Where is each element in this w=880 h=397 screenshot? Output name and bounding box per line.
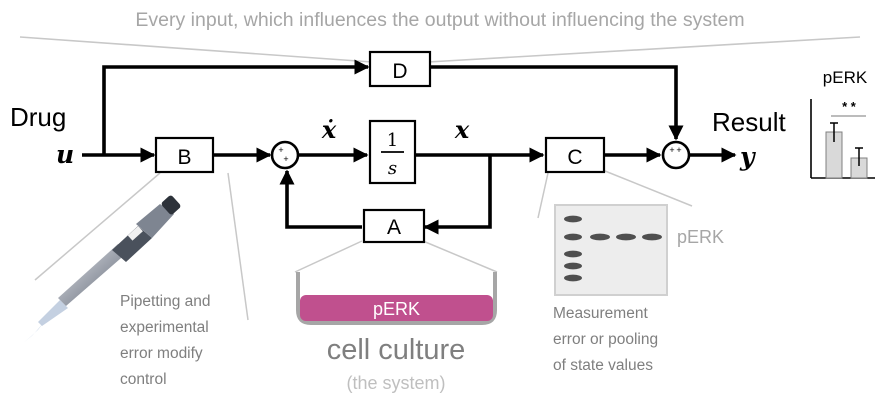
input-label: Drug [10, 102, 66, 132]
block-c-label: C [567, 146, 582, 169]
blot-ladder-band-3 [564, 250, 582, 258]
block-b [154, 136, 215, 174]
sum2-sign-top: + [669, 145, 674, 155]
block-b-label: B [177, 146, 191, 169]
block-a-label: A [387, 216, 401, 239]
wire-to-d [102, 59, 370, 155]
culture-title: cell culture [327, 334, 466, 366]
pipette-shaft [58, 244, 128, 306]
caption-line-left [19, 36, 373, 63]
measurement-note-line-3: of state values [553, 357, 653, 374]
input-symbol: u [56, 140, 74, 169]
culture-perk-label: pERK [373, 299, 420, 319]
block-d [368, 50, 432, 88]
integrator-denominator: s [388, 158, 397, 179]
integrator-numerator: 1 [387, 130, 398, 151]
output-symbol: y [739, 142, 756, 171]
blot-ladder-band-2 [564, 233, 582, 241]
result-chart-title: pERK [823, 68, 868, 87]
wire-feedback-to-a [423, 155, 492, 235]
pipette-tip [38, 300, 68, 326]
caption-line-right [427, 36, 861, 63]
measurement-note-line-2: error or pooling [553, 331, 658, 348]
pipette-note-line-4: control [120, 371, 167, 388]
pipette-note-line-3: error modify [120, 345, 203, 362]
callout-c-left [537, 172, 549, 219]
output-label: Result [712, 107, 786, 137]
pipette-label [127, 226, 143, 241]
pipette-note-line-2: experimental [120, 319, 209, 336]
block-integrator [368, 119, 417, 185]
blot-band-3 [642, 233, 662, 241]
blot-ladder-band-5 [564, 274, 582, 282]
sum2-sign-right: + [676, 145, 681, 155]
pipette-plunger [161, 195, 181, 215]
callout-b-left [34, 172, 161, 281]
header-caption: Every input, which influences the output… [135, 9, 744, 31]
sum1-sign-bottom: + [283, 154, 288, 164]
summing-junction-2 [661, 140, 691, 170]
blot-perk-label: pERK [677, 227, 724, 247]
culture-subtitle: (the system) [346, 373, 445, 393]
pipette-note-line-1: Pipetting and [120, 293, 211, 310]
wire-d-to-sum [431, 65, 684, 141]
block-a [362, 208, 426, 244]
pipette-illustration [22, 195, 181, 344]
culture-liquid [300, 295, 493, 321]
blot-band-2 [616, 233, 636, 241]
blot-ladder-band-1 [564, 215, 582, 223]
result-chart: pERK * * [810, 68, 875, 179]
block-d-label: D [392, 60, 407, 83]
blot-band-1 [590, 233, 610, 241]
summing-junction-1 [270, 140, 300, 170]
block-c [544, 136, 606, 174]
callout-c-right [604, 170, 693, 207]
pipette-drop [22, 322, 44, 344]
sum1-sign-top: + [278, 145, 283, 155]
signal-x: x [454, 115, 470, 144]
measurement-note-line-1: Measurement [553, 305, 648, 322]
result-chart-significance: * * [842, 99, 857, 114]
blot-ladder-band-4 [564, 262, 582, 270]
wire-a-to-sum [279, 169, 362, 229]
callout-b-right [227, 172, 249, 321]
signal-x-dot: ẋ [321, 115, 337, 144]
callout-a-right [422, 240, 498, 273]
callout-a-left [294, 240, 363, 273]
western-blot [554, 204, 668, 296]
dish-outline [296, 272, 497, 325]
cell-culture-dish: pERK [296, 272, 497, 325]
pipette-handle [112, 226, 152, 262]
pipette-body [136, 204, 174, 238]
